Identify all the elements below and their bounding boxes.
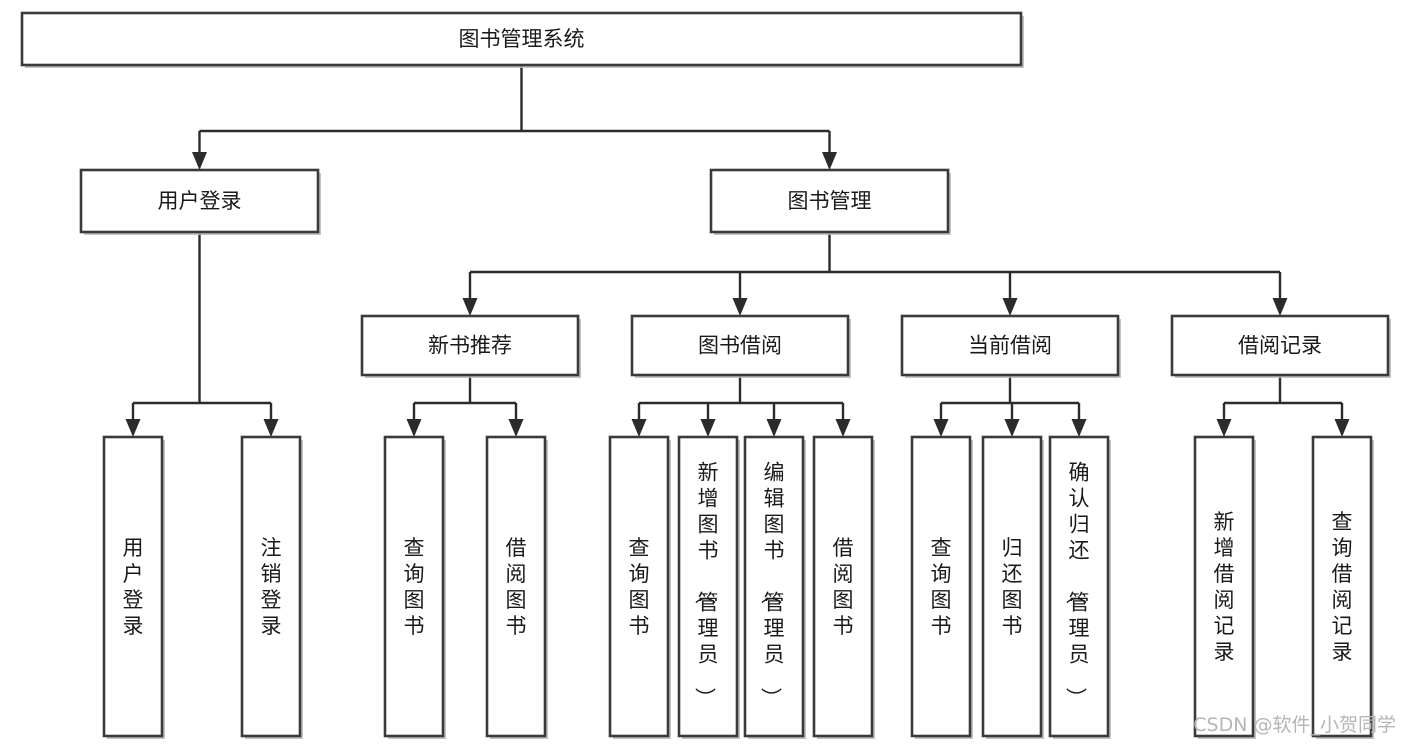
node-label: 编辑图书（管理员）: [759, 460, 785, 708]
node-label: 借阅图书: [506, 536, 527, 638]
node-leaf-add-record[interactable]: 新增借阅记录: [1193, 435, 1256, 739]
node-leaf-borrow-book-1[interactable]: 借阅图书: [485, 435, 548, 739]
node-leaf-return-book[interactable]: 归还图书: [981, 435, 1044, 739]
node-leaf-query-book-1[interactable]: 查询图书: [383, 435, 446, 739]
node-leaf-query-book-3[interactable]: 查询图书: [910, 435, 973, 739]
node-root-图书管理系统[interactable]: 图书管理系统: [20, 11, 1024, 68]
node-label: 新增图书（管理员）: [693, 460, 719, 708]
node-user-login[interactable]: 用户登录: [79, 168, 321, 235]
node-current-borrow[interactable]: 当前借阅: [900, 314, 1121, 378]
node-label: 查询图书: [931, 536, 952, 638]
node-leaf-edit-book[interactable]: 编辑图书（管理员）: [743, 435, 806, 739]
node-book-manage[interactable]: 图书管理: [709, 168, 951, 235]
node-label: 图书管理系统: [459, 27, 585, 51]
node-label: 注销登录: [261, 536, 282, 638]
node-label: 当前借阅: [968, 334, 1052, 358]
node-label: 查询借阅记录: [1332, 510, 1353, 664]
node-label: 查询图书: [629, 536, 650, 638]
node-label: 新书推荐: [428, 334, 512, 358]
node-label: 新增借阅记录: [1214, 510, 1235, 664]
node-leaf-query-record[interactable]: 查询借阅记录: [1311, 435, 1374, 739]
node-label: 借阅图书: [833, 536, 854, 638]
node-layer: 图书管理系统用户登录图书管理新书推荐图书借阅当前借阅借阅记录用户登录注销登录查询…: [20, 11, 1391, 739]
node-label: 图书管理: [788, 189, 872, 213]
node-label: 用户登录: [123, 536, 144, 638]
node-leaf-user-login[interactable]: 用户登录: [102, 435, 165, 739]
node-label: 用户登录: [158, 189, 242, 213]
node-label: 借阅记录: [1238, 334, 1322, 358]
node-book-borrow[interactable]: 图书借阅: [630, 314, 851, 378]
node-label: 归还图书: [1002, 536, 1023, 638]
node-label: 图书借阅: [698, 334, 782, 358]
node-leaf-confirm-return[interactable]: 确认归还（管理员）: [1048, 435, 1111, 739]
csdn-watermark: CSDN @软件_小贺同学: [1193, 714, 1396, 736]
node-label: 确认归还（管理员）: [1064, 460, 1090, 708]
node-new-book-rec[interactable]: 新书推荐: [360, 314, 581, 378]
node-leaf-borrow-book-2[interactable]: 借阅图书: [812, 435, 875, 739]
node-leaf-query-book-2[interactable]: 查询图书: [608, 435, 671, 739]
node-leaf-logout[interactable]: 注销登录: [240, 435, 303, 739]
node-borrow-record[interactable]: 借阅记录: [1170, 314, 1391, 378]
node-leaf-add-book[interactable]: 新增图书（管理员）: [677, 435, 740, 739]
node-label: 查询图书: [404, 536, 425, 638]
connector-layer: [125, 65, 1350, 437]
